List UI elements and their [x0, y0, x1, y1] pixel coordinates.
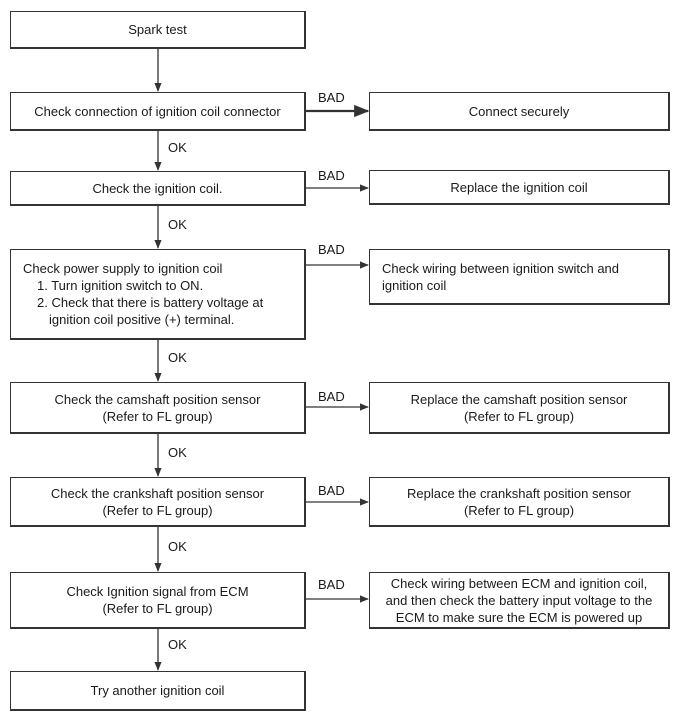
step-text-line: Check connection of ignition coil connec… — [34, 103, 281, 119]
step-subtext-line: 1. Turn ignition switch to ON. — [37, 278, 204, 293]
action-text-line: Replace the camshaft position sensor — [410, 391, 628, 407]
step-subtext-line: 2. Check that there is battery voltage a… — [37, 295, 264, 310]
step-text-line: Check the ignition coil. — [92, 180, 223, 196]
step-spark-test: Spark test — [10, 11, 306, 49]
step-check-connector: Check connection of ignition coil connec… — [10, 92, 306, 131]
action-connect-securely: Connect securely — [369, 92, 670, 131]
step-text-line: Check the camshaft position sensor — [54, 391, 261, 407]
action-text-line: (Refer to FL group) — [463, 408, 575, 424]
action-replace-ignition-coil: Replace the ignition coil — [369, 170, 670, 205]
ok-label-1: OK — [168, 140, 187, 155]
action-text-line: Check wiring between ignition switch and — [382, 260, 620, 276]
ok-label-3: OK — [168, 350, 187, 365]
bad-label-6: BAD — [318, 577, 345, 592]
action-text-line: Replace the ignition coil — [450, 179, 588, 195]
step-check-ignition-coil: Check the ignition coil. — [10, 171, 306, 206]
action-replace-camshaft-sensor: Replace the camshaft position sensor(Ref… — [369, 382, 670, 434]
bad-label-1: BAD — [318, 90, 345, 105]
action-text-line: ignition coil — [382, 277, 447, 293]
action-text-line: and then check the battery input voltage… — [385, 592, 653, 608]
step-text-line: (Refer to FL group) — [102, 601, 213, 616]
step-text-line: Check the crankshaft position sensor — [50, 485, 265, 501]
bad-label-3: BAD — [318, 242, 345, 257]
action-text-line: Check wiring between ECM and ignition co… — [390, 575, 648, 591]
bad-label-5: BAD — [318, 483, 345, 498]
step-check-crankshaft-sensor: Check the crankshaft position sensor(Ref… — [10, 477, 306, 527]
step-check-camshaft-sensor: Check the camshaft position sensor(Refer… — [10, 382, 306, 434]
action-check-wiring-switch-coil: Check wiring between ignition switch and… — [369, 249, 670, 305]
action-text-line: (Refer to FL group) — [463, 502, 575, 518]
step-text-line: (Refer to FL group) — [102, 408, 213, 424]
step-text-line: (Refer to FL group) — [102, 502, 213, 518]
step-text-line: Spark test — [128, 22, 187, 37]
step-subtext-line: ignition coil positive (+) terminal. — [49, 312, 235, 327]
ok-label-5: OK — [168, 539, 187, 554]
step-check-ignition-signal: Check Ignition signal from ECM (Refer to … — [10, 572, 306, 629]
ok-label-6: OK — [168, 637, 187, 652]
step-text-line: Check Ignition signal from ECM — [66, 584, 249, 599]
action-text-line: Replace the crankshaft position sensor — [406, 485, 631, 501]
step-check-power-supply: Check power supply to ignition coil 1. Tu… — [10, 249, 306, 340]
step-text-line: Check power supply to ignition coil — [23, 261, 223, 276]
action-text-line: ECM to make sure the ECM is powered up — [395, 609, 643, 625]
ok-label-2: OK — [168, 217, 187, 232]
bad-label-4: BAD — [318, 389, 345, 404]
bad-label-2: BAD — [318, 168, 345, 183]
ok-label-4: OK — [168, 445, 187, 460]
step-try-another-coil: Try another ignition coil — [10, 671, 306, 711]
action-text-line: Connect securely — [468, 103, 570, 119]
action-check-wiring-ecm: Check wiring between ECM and ignition co… — [369, 572, 670, 629]
step-text-line: Try another ignition coil — [90, 683, 225, 698]
action-replace-crankshaft-sensor: Replace the crankshaft position sensor(R… — [369, 477, 670, 527]
